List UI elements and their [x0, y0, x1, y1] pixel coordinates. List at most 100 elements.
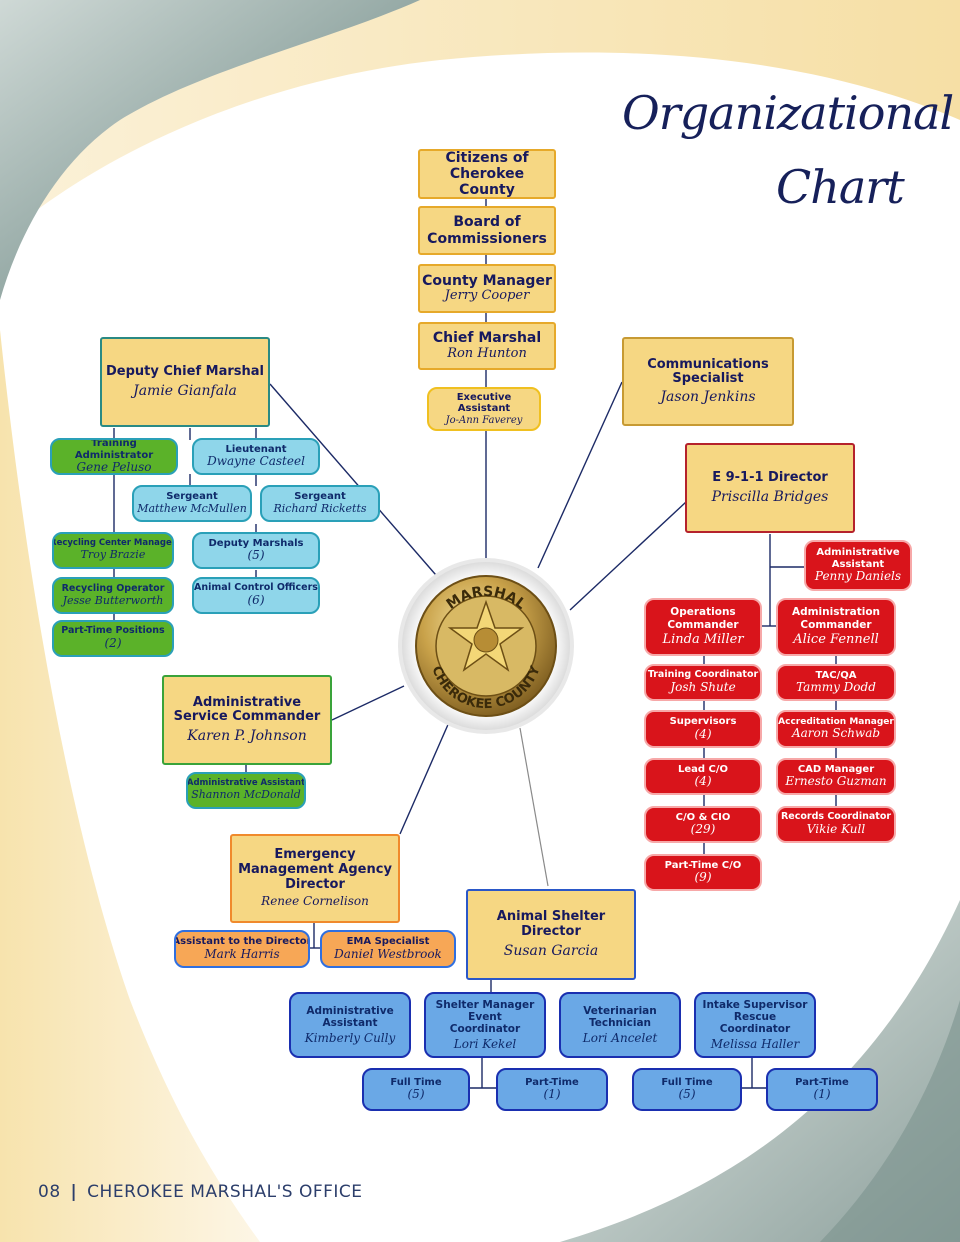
cad-manager-box: CAD Manager Ernesto Guzman [776, 758, 896, 795]
animal-shelter-director-box: Animal Shelter Director Susan Garcia [466, 889, 636, 980]
page-footer: 08 | CHEROKEE MARSHAL'S OFFICE [38, 1182, 363, 1202]
shelter-part-time-1-title: Part-Time [525, 1076, 579, 1088]
shelter-full-time-1-title: Full Time [390, 1076, 442, 1088]
animal-shelter-director-title: Animal Shelter Director [496, 909, 606, 939]
ema-director-title: Emergency Management Agency Director [238, 847, 392, 893]
operations-commander-box: Operations Commander Linda Miller [644, 598, 762, 656]
chart-title-line1: Organizational [622, 86, 954, 140]
tac-qa-title: TAC/QA [815, 669, 857, 681]
ema-assistant-box: Assistant to the Director Mark Harris [174, 930, 310, 968]
marshal-badge-emblem: MARSHAL CHEROKEE COUNTY [398, 558, 574, 734]
sergeant-mcmullen-box: Sergeant Matthew McMullen [132, 485, 252, 522]
ema-specialist-title: EMA Specialist [346, 936, 430, 948]
recycling-operator-box: Recycling Operator Jesse Butterworth [52, 577, 174, 614]
accreditation-manager-title: Accreditation Manager [778, 716, 894, 727]
admin-service-commander-title: Administrative Service Commander [173, 694, 321, 725]
part-time-positions-count: (2) [104, 636, 122, 651]
chief-marshal-box: Chief Marshal Ron Hunton [418, 322, 556, 370]
supervisors-title: Supervisors [669, 716, 737, 728]
lieutenant-title: Lieutenant [225, 443, 287, 455]
accreditation-manager-name: Aaron Schwab [791, 726, 881, 741]
deputy-chief-box: Deputy Chief Marshal Jamie Gianfala [100, 337, 270, 427]
intake-supervisor-box: Intake Supervisor Rescue Coordinator Mel… [694, 992, 816, 1058]
footer-office-name: CHEROKEE MARSHAL'S OFFICE [87, 1182, 363, 1202]
board-label: Board of Commissioners [427, 214, 547, 247]
shelter-admin-assistant-box: Administrative Assistant Kimberly Cully [289, 992, 411, 1058]
chief-marshal-name: Ron Hunton [447, 345, 527, 361]
ema-assistant-name: Mark Harris [204, 946, 280, 961]
admin-svc-assistant-title: Administrative Assistant [186, 778, 306, 789]
board-box: Board of Commissioners [418, 206, 556, 255]
recycling-manager-name: Troy Brazie [80, 548, 146, 562]
administration-commander-name: Alice Fennell [793, 631, 879, 647]
intake-supervisor-name: Melissa Haller [710, 1036, 800, 1051]
supervisors-count: (4) [694, 726, 712, 741]
admin-service-commander-box: Administrative Service Commander Karen P… [162, 675, 332, 765]
deputy-chief-title: Deputy Chief Marshal [106, 363, 264, 379]
executive-assistant-box: Executive Assistant Jo-Ann Faverey [427, 387, 541, 431]
citizens-box: Citizens of Cherokee County [418, 149, 556, 199]
intake-supervisor-title: Intake Supervisor Rescue Coordinator [702, 998, 808, 1035]
county-manager-title: County Manager [422, 272, 552, 289]
part-time-co-title: Part-Time C/O [664, 859, 742, 871]
recycling-operator-title: Recycling Operator [61, 582, 165, 594]
part-time-co-box: Part-Time C/O (9) [644, 854, 762, 891]
shelter-full-time-1-count: (5) [407, 1087, 425, 1102]
operations-commander-title: Operations Commander [667, 606, 739, 631]
admin-service-commander-name: Karen P. Johnson [187, 728, 307, 745]
ema-director-name: Renee Cornelison [261, 894, 369, 908]
training-administrator-name: Gene Peluso [76, 460, 152, 475]
lieutenant-name: Dwayne Casteel [207, 454, 305, 469]
training-coordinator-name: Josh Shute [670, 680, 736, 695]
e911-admin-assistant-box: Administrative Assistant Penny Daniels [804, 540, 912, 591]
shelter-part-time-2-box: Part-Time (1) [766, 1068, 878, 1111]
records-coordinator-name: Vikie Kull [806, 822, 866, 837]
ema-specialist-box: EMA Specialist Daniel Westbrook [320, 930, 456, 968]
lieutenant-box: Lieutenant Dwayne Casteel [192, 438, 320, 475]
deputy-marshals-count: (5) [247, 548, 265, 563]
training-administrator-title: Training Administrator [74, 438, 154, 461]
executive-assistant-title: Executive Assistant [456, 391, 512, 415]
footer-separator: | [70, 1182, 78, 1202]
veterinarian-technician-box: Veterinarian Technician Lori Ancelet [559, 992, 681, 1058]
animal-shelter-director-name: Susan Garcia [503, 942, 599, 959]
communications-specialist-name: Jason Jenkins [660, 389, 756, 406]
shelter-part-time-2-title: Part-Time [795, 1076, 849, 1088]
training-administrator-box: Training Administrator Gene Peluso [50, 438, 178, 475]
communications-specialist-title: Communications Specialist [647, 356, 769, 387]
county-manager-box: County Manager Jerry Cooper [418, 264, 556, 313]
records-coordinator-box: Records Coordinator Vikie Kull [776, 806, 896, 843]
shelter-admin-assistant-title: Administrative Assistant [306, 1004, 394, 1029]
accreditation-manager-box: Accreditation Manager Aaron Schwab [776, 710, 896, 748]
ema-specialist-name: Daniel Westbrook [334, 946, 442, 961]
deputy-marshals-title: Deputy Marshals [208, 537, 304, 549]
supervisors-box: Supervisors (4) [644, 710, 762, 748]
citizens-label: Citizens of Cherokee County [445, 149, 529, 199]
shelter-full-time-2-box: Full Time (5) [632, 1068, 742, 1111]
shelter-full-time-2-title: Full Time [661, 1076, 713, 1088]
county-manager-name: Jerry Cooper [444, 288, 530, 304]
sergeant-mcmullen-title: Sergeant [166, 491, 218, 503]
lead-co-box: Lead C/O (4) [644, 758, 762, 795]
shelter-part-time-1-box: Part-Time (1) [496, 1068, 608, 1111]
co-cio-count: (29) [690, 822, 716, 837]
shelter-manager-name: Lori Kekel [453, 1036, 517, 1051]
co-cio-title: C/O & CIO [675, 811, 731, 823]
tac-qa-box: TAC/QA Tammy Dodd [776, 664, 896, 701]
deputy-marshals-box: Deputy Marshals (5) [192, 532, 320, 569]
chart-title-line2: Chart [776, 160, 905, 214]
shelter-admin-assistant-name: Kimberly Cully [304, 1030, 396, 1045]
ema-assistant-title: Assistant to the Director [174, 936, 310, 948]
administration-commander-box: Administration Commander Alice Fennell [776, 598, 896, 656]
shelter-full-time-1-box: Full Time (5) [362, 1068, 470, 1111]
recycling-operator-name: Jesse Butterworth [62, 593, 164, 607]
shelter-part-time-1-count: (1) [543, 1087, 561, 1102]
e911-director-name: Priscilla Bridges [711, 488, 829, 505]
ema-director-box: Emergency Management Agency Director Ren… [230, 834, 400, 923]
training-coordinator-box: Training Coordinator Josh Shute [644, 664, 762, 701]
sergeant-ricketts-name: Richard Ricketts [273, 501, 367, 515]
chief-marshal-title: Chief Marshal [432, 330, 542, 347]
cad-manager-name: Ernesto Guzman [785, 774, 887, 789]
footer-page-number: 08 [38, 1182, 61, 1202]
animal-control-title: Animal Control Officers [194, 582, 318, 594]
